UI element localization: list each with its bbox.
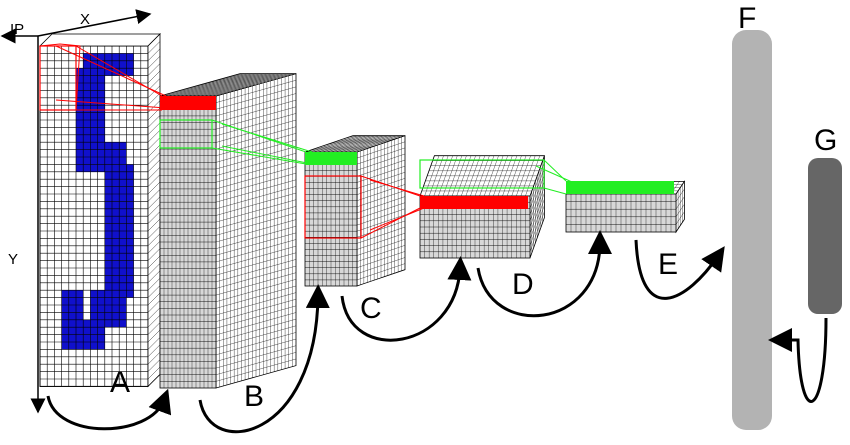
- green-window-d: [419, 159, 545, 189]
- feature-map-c: [304, 135, 406, 287]
- green-unit-e: [566, 181, 674, 194]
- green-unit-c: [305, 152, 357, 165]
- red-window-c: [304, 175, 362, 239]
- label-f: F: [738, 2, 756, 35]
- output-block-g: [808, 158, 842, 314]
- arrow-d-e: [476, 230, 612, 318]
- label-a: A: [110, 366, 130, 399]
- axis-x-label: X: [80, 11, 90, 28]
- red-unit-b: [160, 96, 216, 110]
- label-e: E: [658, 248, 678, 281]
- arrow-a-b: [46, 388, 172, 431]
- label-d: D: [512, 268, 534, 301]
- label-g: G: [814, 124, 837, 157]
- label-c: C: [360, 292, 382, 325]
- axis-ip-label: IP: [10, 21, 24, 38]
- x-axis-arrow: [37, 9, 152, 37]
- arrow-b-c: [198, 284, 330, 434]
- input-grid-a: [39, 33, 161, 388]
- fully-connected-block-f: [732, 30, 772, 430]
- red-unit-d: [420, 196, 528, 209]
- axes: X Y IP: [0, 9, 152, 414]
- feature-map-b: [159, 73, 297, 389]
- arrow-c-d: [340, 256, 472, 342]
- receptive-field-connectors: [39, 43, 674, 239]
- green-window-b: [159, 119, 213, 149]
- label-b: B: [244, 380, 264, 413]
- arrow-e-f: [634, 239, 725, 300]
- arrow-f-g: [768, 317, 828, 403]
- curved-arrows: [46, 230, 828, 434]
- axis-y-label: Y: [8, 251, 18, 268]
